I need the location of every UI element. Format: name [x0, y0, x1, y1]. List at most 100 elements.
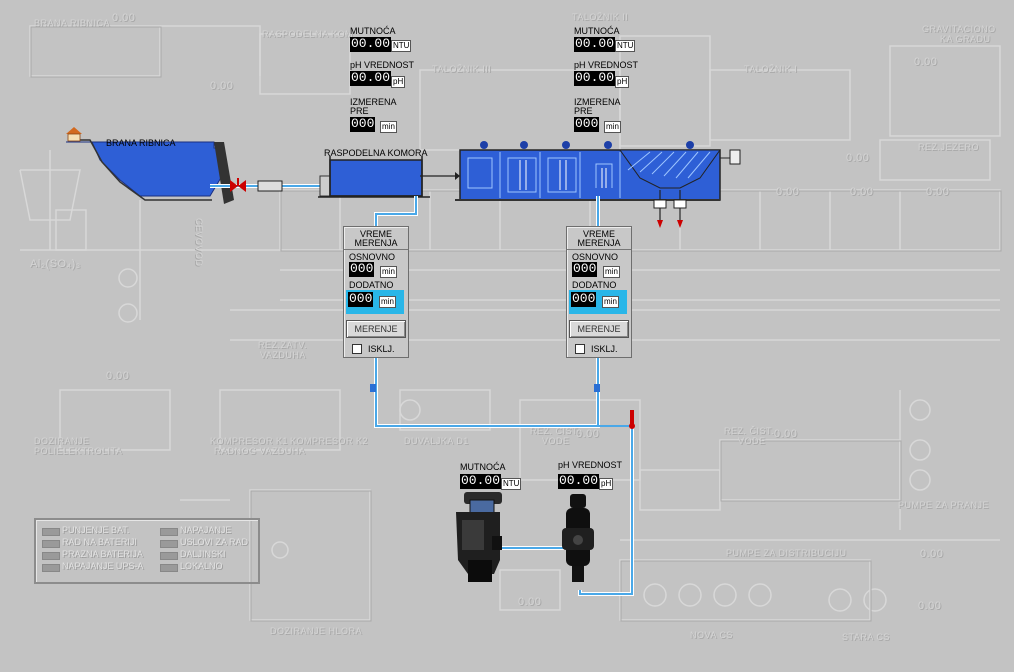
ghost-label: RASPODELNA KOM — [262, 29, 354, 39]
ghost-label: KOMPRESOR K2 — [290, 436, 369, 446]
ghost-label: DUVALJKA D1 — [404, 436, 469, 446]
ghost-label: VODE — [738, 436, 766, 446]
ghost-label: TALOŽNIK I — [744, 64, 798, 74]
disable-checkbox-label: ISKLJ. — [591, 344, 618, 354]
panel-title: VREME — [582, 229, 615, 239]
measured-minutes-unit: min — [380, 121, 397, 133]
legend-item: NAPAJANJE — [180, 525, 232, 535]
measured-minutes-value: 000 — [574, 116, 600, 132]
legend-item: DALJINSKI — [180, 549, 226, 559]
ghost-label: NOVA CS — [690, 630, 733, 640]
ghost-label: PUMPE ZA PRANJE — [898, 500, 990, 510]
ghost-number: 0.00 — [850, 186, 874, 198]
ghost-label: PUMPE ZA DISTRIBUCIJU — [726, 548, 847, 558]
turbidity-value: 00.00 — [574, 36, 616, 52]
measured-minutes-unit: min — [604, 121, 621, 133]
ghost-label: KOMPRESOR K1 — [210, 436, 289, 446]
legend-swatch — [160, 528, 178, 536]
ph-sensor-device-icon — [562, 494, 594, 582]
measured-label-2: PRE — [574, 106, 593, 116]
ghost-number: 0.00 — [914, 56, 938, 68]
turbidity-label: MUTNOĆA — [460, 462, 506, 472]
ghost-label: Al₂(SO₄)₃ — [30, 258, 81, 270]
ph-unit: pH — [599, 478, 614, 490]
ghost-number: 0.00 — [518, 596, 542, 608]
ghost-number: 0.00 — [920, 548, 944, 560]
ghost-label: RADNOG VAZDUHA — [214, 446, 306, 456]
extra-interval-value[interactable]: 000 — [348, 291, 374, 307]
ghost-label: TALOŽNIK II — [572, 12, 629, 22]
extra-interval-unit: min — [602, 296, 619, 308]
turbidity-unit: NTU — [501, 478, 522, 490]
base-interval-label: OSNOVNO — [349, 252, 396, 262]
ph-value: 00.00 — [558, 473, 600, 489]
ghost-label: REZ. ČIST. — [530, 426, 581, 436]
measured-label: IZMERENA — [574, 97, 621, 107]
turbidimeter-device-icon — [456, 492, 502, 582]
ghost-label: DOZIRANJE HLORA — [270, 626, 363, 636]
legend-item: NAPAJANJE UPS-A — [62, 561, 144, 571]
legend-swatch — [42, 564, 60, 572]
panel-title-2: MERENJA — [354, 238, 398, 248]
measure-button[interactable]: MERENJE — [569, 320, 629, 338]
turbidity-value: 00.00 — [460, 473, 502, 489]
ghost-label: VODE — [542, 436, 570, 446]
ghost-label: BRANA RIBNICA — [34, 18, 111, 28]
measured-label-2: PRE — [350, 106, 369, 116]
house-icon — [66, 127, 82, 142]
measurement-time-panel: VREME MERENJA OSNOVNO 000 min DODATNO 00… — [343, 226, 409, 358]
legend-swatch — [160, 552, 178, 560]
ghost-number: 0.00 — [918, 600, 942, 612]
legend-item: USLOVI ZA RAD — [180, 537, 249, 547]
legend-swatch — [160, 564, 178, 572]
ghost-number: 0.00 — [576, 428, 600, 440]
extra-interval-value[interactable]: 000 — [571, 291, 597, 307]
turbidity-label: MUTNOĆA — [574, 26, 620, 36]
ghost-label: REZ. ČIST. — [724, 426, 775, 436]
legend-swatch — [42, 552, 60, 560]
red-tap-icon — [629, 410, 635, 429]
disable-checkbox[interactable] — [352, 344, 362, 354]
extra-interval-highlight[interactable]: 000 min — [569, 290, 627, 314]
ghost-label: STARA CS — [842, 632, 890, 642]
measure-button[interactable]: MERENJE — [346, 320, 406, 338]
ghost-number: 0.00 — [210, 80, 234, 92]
legend-swatch — [160, 540, 178, 548]
extra-interval-highlight[interactable]: 000 min — [346, 290, 404, 314]
turbidity-unit: NTU — [615, 40, 636, 52]
ph-label: pH VREDNOST — [350, 60, 415, 70]
ph-value: 00.00 — [574, 70, 616, 86]
ghost-label: VAZDUHA — [260, 350, 306, 360]
ghost-label: REZ.ZATV. — [258, 340, 308, 350]
status-legend: PUNJENJE BAT. RAD NA BATERIJI PRAZNA BAT… — [34, 518, 260, 584]
legend-item: PUNJENJE BAT. — [62, 525, 130, 535]
base-interval-value[interactable]: 000 — [349, 261, 375, 277]
turbidity-unit: NTU — [391, 40, 412, 52]
ghost-label: KA GRADU — [940, 34, 991, 44]
ghost-number: 0.00 — [776, 186, 800, 198]
ph-value: 00.00 — [350, 70, 392, 86]
ghost-label: REZ.JEZERO — [918, 142, 980, 152]
base-interval-unit: min — [603, 266, 620, 278]
legend-item: PRAZNA BATERIJA — [62, 549, 143, 559]
ghost-label: DOZIRANJE — [34, 436, 90, 446]
legend-swatch — [42, 528, 60, 536]
disable-checkbox[interactable] — [575, 344, 585, 354]
panel-title: VREME — [359, 229, 392, 239]
extra-interval-label: DODATNO — [572, 280, 617, 290]
base-interval-value[interactable]: 000 — [572, 261, 598, 277]
ghost-label: GRAVITACIONO — [922, 24, 996, 34]
sample-valve-icon — [370, 384, 600, 392]
base-interval-unit: min — [380, 266, 397, 278]
ghost-label: TALOŽNIK III — [432, 64, 492, 74]
agitator-icon — [480, 141, 694, 149]
turbidity-value: 00.00 — [350, 36, 392, 52]
measured-label: IZMERENA — [350, 97, 397, 107]
measured-minutes-value: 000 — [350, 116, 376, 132]
panel-title-2: MERENJA — [577, 238, 621, 248]
ph-label: pH VREDNOST — [574, 60, 639, 70]
dam-label: BRANA RIBNICA — [106, 138, 176, 148]
turbidity-label: MUTNOĆA — [350, 26, 396, 36]
